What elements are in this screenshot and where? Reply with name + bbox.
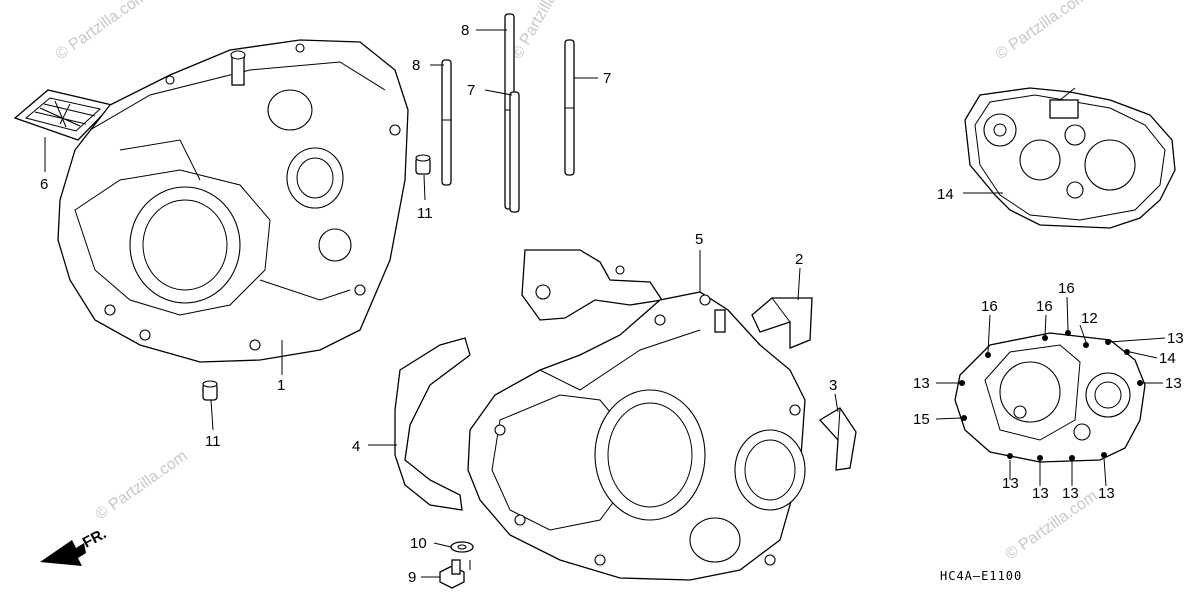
dowel-pin-part-11-upper[interactable]	[415, 154, 431, 175]
callout-labels: 1 2 3 4 5 6 7 7 8 8 9 10 11 11 12 13 13 …	[40, 22, 1184, 586]
washer-part-10[interactable]	[450, 541, 474, 553]
leader-lines	[44, 29, 1166, 578]
bolt-part-9[interactable]	[439, 559, 465, 589]
callout-11-upper: 11	[417, 205, 433, 222]
right-crankcase-center[interactable]	[467, 291, 806, 581]
callout-1: 1	[277, 377, 285, 394]
left-crankcase-part-1[interactable]	[57, 39, 409, 363]
callout-3: 3	[829, 377, 837, 394]
watermark: © Partzilla.com	[993, 0, 1091, 63]
dowel-pin-part-11-lower[interactable]	[202, 380, 218, 401]
callout-10: 10	[410, 535, 427, 552]
stud-bolt-part-7-left[interactable]	[509, 91, 520, 213]
callout-13: 13	[1062, 485, 1079, 502]
bracket-part-2[interactable]	[751, 297, 813, 349]
callout-13: 13	[1098, 485, 1115, 502]
callout-7-right: 7	[603, 70, 611, 87]
callout-5: 5	[695, 231, 703, 248]
callout-11-lower: 11	[205, 433, 221, 450]
crankcase-cover-top-right[interactable]	[964, 87, 1176, 229]
callout-14-bottom: 14	[1159, 350, 1176, 367]
callout-9: 9	[408, 569, 416, 586]
stud-bolt-part-7-right[interactable]	[564, 39, 575, 176]
callout-13: 13	[1002, 475, 1019, 492]
callout-12: 12	[1081, 310, 1098, 327]
callout-13: 13	[1032, 485, 1049, 502]
bolt-holes	[959, 330, 1143, 461]
callout-16: 16	[981, 298, 998, 315]
watermark: © Partzilla.com	[1003, 488, 1101, 564]
callout-6: 6	[40, 176, 48, 193]
callout-13: 13	[913, 375, 930, 392]
callout-16: 16	[1058, 280, 1075, 297]
front-arrow-icon	[40, 540, 86, 566]
callout-15: 15	[913, 411, 930, 428]
watermark: © Partzilla.com	[53, 0, 151, 63]
stud-bolt-part-8-left[interactable]	[441, 59, 452, 186]
callout-16: 16	[1036, 298, 1053, 315]
crankcase-gasket-part-4[interactable]	[394, 337, 471, 511]
callout-13: 13	[1165, 375, 1182, 392]
callout-7-left: 7	[467, 82, 475, 99]
callout-14-top: 14	[937, 186, 954, 203]
callout-13: 13	[1167, 330, 1184, 347]
gasket-part-5[interactable]	[521, 249, 664, 321]
bracket-part-3[interactable]	[818, 407, 857, 471]
callout-4: 4	[352, 438, 360, 455]
front-direction-indicator: FR.	[40, 525, 109, 566]
watermark: © Partzilla.com	[93, 448, 191, 524]
crankcase-bolt-side-bottom-right[interactable]	[954, 330, 1146, 463]
filter-screen-part-6[interactable]	[13, 89, 114, 141]
callout-8-top: 8	[461, 22, 469, 39]
diagram-code: HC4A–E1100	[940, 569, 1022, 583]
callout-8-left: 8	[412, 57, 420, 74]
callout-2: 2	[795, 251, 803, 268]
